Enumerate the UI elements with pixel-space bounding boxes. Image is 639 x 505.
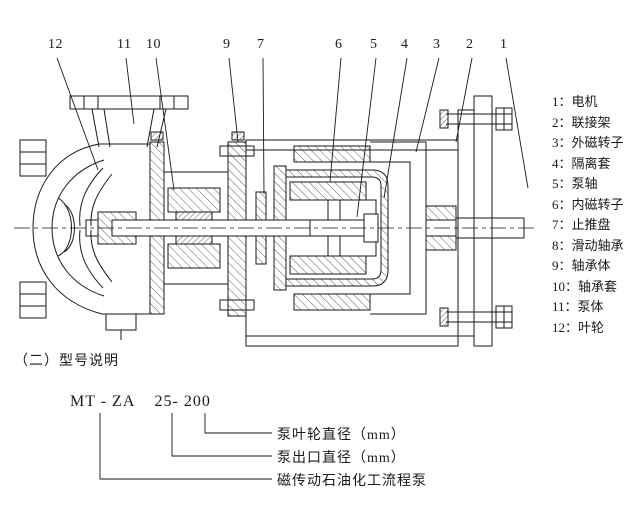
legend-item-bearing-sleeve: 10：轴承套 [552,277,624,298]
inner-magnetic-rotor [289,181,377,275]
model-code: MT - ZA 25- 200 [70,393,211,410]
legend-separator: ： [558,155,572,171]
legend-separator: ： [558,94,572,109]
legend-label: 轴承套 [578,278,618,294]
model-code-connector-lines [99,413,272,480]
legend-item-outer-rotor: 3：外磁转子 [552,133,624,154]
callout-4: 4 [401,37,409,52]
discharge-flange-pipe [69,95,189,148]
annotation-outlet-diameter: 泵出口直径（mm） [277,451,406,466]
legend-number: 11 [552,299,565,314]
legend-number: 12 [552,319,565,335]
legend-item-isolation-sleeve: 4：隔离套 [552,154,624,175]
legend-number: 9 [552,258,559,273]
legend-item-motor: 1：电机 [552,92,624,113]
legend-item-pump-body: 11：泵体 [552,297,624,318]
legend-separator: ： [558,237,572,253]
legend-label: 叶轮 [578,319,605,335]
legend-label: 联接架 [571,114,611,130]
parts-legend: 1：电机 2：联接架 3：外磁转子 4：隔离套 5：泵轴 6：内磁转子 7：止推… [552,92,624,338]
callout-2: 2 [466,37,474,52]
legend-number: 7 [552,217,559,232]
legend-separator: ： [558,114,572,130]
flange-bolts [439,107,513,329]
callout-12: 12 [48,37,63,52]
legend-separator: ： [558,176,572,191]
callout-7: 7 [257,37,265,52]
legend-number: 5 [552,176,559,191]
callout-9: 9 [223,37,231,52]
callout-6: 6 [335,37,343,52]
legend-separator: ： [565,278,579,294]
legend-label: 外磁转子 [571,135,624,150]
legend-separator: ： [558,258,572,273]
legend-item-thrust-plate: 7：止推盘 [552,215,624,236]
legend-number: 2 [552,114,559,130]
legend-separator: ： [565,319,579,335]
legend-label: 电机 [571,94,598,109]
legend-label: 泵轴 [571,176,598,191]
legend-number: 1 [552,94,559,109]
callout-5: 5 [370,37,378,52]
callout-3: 3 [433,37,441,52]
section-heading-model-explanation: （二）型号说明 [14,354,119,369]
legend-item-impeller: 12：叶轮 [552,318,624,339]
legend-number: 8 [552,237,559,253]
bearing-housing [163,171,229,285]
annotation-pump-type: 磁传动石油化工流程泵 [277,474,427,489]
legend-item-bearing-body: 9：轴承体 [552,256,624,277]
legend-separator: ： [558,196,572,212]
legend-item-inner-rotor: 6：内磁转子 [552,195,624,216]
legend-label: 轴承体 [571,258,611,273]
legend-label: 滑动轴承 [571,237,624,253]
motor-flange [456,95,525,347]
legend-separator: ： [564,299,578,314]
annotation-impeller-diameter: 泵叶轮直径（mm） [277,428,406,443]
callout-10: 10 [146,37,161,52]
legend-item-sliding-bearing: 8：滑动轴承 [552,236,624,257]
legend-label: 止推盘 [571,217,611,232]
legend-separator: ： [558,135,572,150]
pump-body-volute [19,139,151,340]
legend-label: 泵体 [577,299,604,314]
callout-11: 11 [117,37,132,52]
legend-separator: ： [558,217,572,232]
callout-1: 1 [500,37,508,52]
bolt-icon [150,131,164,141]
legend-label: 隔离套 [571,155,611,171]
legend-number: 6 [552,196,559,212]
legend-number: 10 [552,278,565,294]
callout-leader-lines [56,57,529,218]
legend-item-connecting-frame: 2：联接架 [552,113,624,134]
legend-item-pump-shaft: 5：泵轴 [552,174,624,195]
legend-number: 4 [552,155,559,171]
legend-number: 3 [552,135,559,150]
legend-label: 内磁转子 [571,196,624,212]
